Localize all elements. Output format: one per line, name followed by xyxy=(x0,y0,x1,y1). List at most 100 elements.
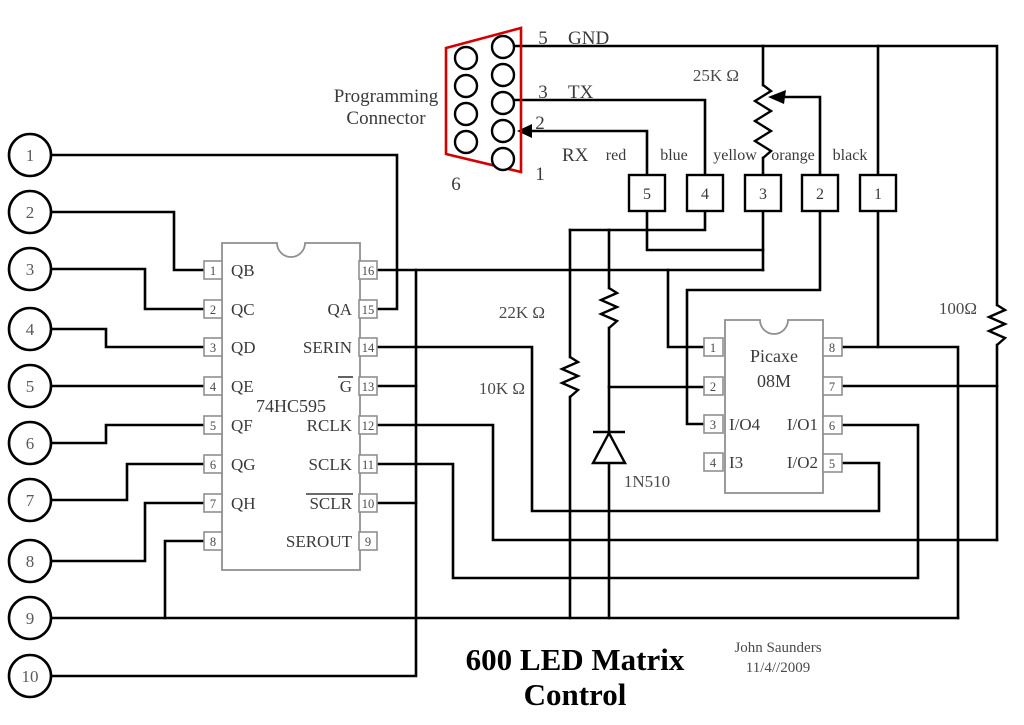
pin-box xyxy=(358,415,378,435)
pin-number: 1 xyxy=(210,264,216,278)
harness-pin-box xyxy=(800,173,840,213)
output-terminal-number: 8 xyxy=(26,552,35,571)
harness-pin-box xyxy=(685,173,725,213)
harness-pin-number: 4 xyxy=(701,186,709,203)
wire-out1 xyxy=(49,153,399,311)
pin-number: 13 xyxy=(362,380,375,394)
pot-25k-zigzag xyxy=(752,84,774,159)
title-block: 600 LED Matrix Control John Saunders 11/… xyxy=(466,640,822,712)
credit-name: John Saunders xyxy=(734,640,821,656)
page-title-line1: 600 LED Matrix xyxy=(466,642,685,677)
pin-number: 16 xyxy=(362,264,375,278)
pin-label-i3: I3 xyxy=(729,453,743,472)
pin-box xyxy=(358,376,378,396)
wire-out8 xyxy=(49,501,206,563)
db9-pin-hole xyxy=(490,90,516,116)
pin-label-qc: QC xyxy=(231,300,255,319)
pin-label-rclk: RCLK xyxy=(307,416,353,435)
wire-out4 xyxy=(49,327,206,349)
harness-pin-box xyxy=(858,173,898,213)
pin-number: 1 xyxy=(710,341,716,355)
ic-74hc595-body xyxy=(221,242,361,571)
pin-box xyxy=(203,454,223,474)
pin-label-sclk: SCLK xyxy=(309,455,353,474)
db9-pin5-name: GND xyxy=(568,28,609,49)
pin-box xyxy=(203,299,223,319)
pin-number: 6 xyxy=(210,458,216,472)
wire-tx xyxy=(512,98,707,177)
ic-picaxe-08m: Picaxe 08M 1 2 3 4 8 7 6 5 I/O4 I3 I/O1 … xyxy=(703,319,843,494)
pin-number: 8 xyxy=(210,535,216,549)
output-terminal-number: 6 xyxy=(26,434,35,453)
pin-box xyxy=(203,493,223,513)
pin-number: 9 xyxy=(365,535,371,549)
pin-number: 7 xyxy=(210,497,216,511)
output-terminal xyxy=(7,132,53,178)
pin-number: 5 xyxy=(210,419,216,433)
pin-box xyxy=(703,452,724,472)
wiper-arrowhead xyxy=(768,90,786,104)
output-terminal-number: 5 xyxy=(26,377,35,396)
pin-label-io1: I/O1 xyxy=(787,415,818,434)
part-labels: 25K Ω 22K Ω 10K Ω 100Ω 1N510 xyxy=(479,66,977,491)
wire-box4-below xyxy=(568,209,707,232)
wire-box5-below xyxy=(645,209,765,252)
pin-number: 2 xyxy=(710,380,716,394)
wire-out6 xyxy=(49,423,206,445)
output-terminal-number: 7 xyxy=(26,491,35,510)
pin-label-qa: QA xyxy=(327,300,352,319)
wire-rx xyxy=(527,129,649,177)
ic-74hc595: 74HC595 1 2 3 4 5 6 7 8 16 15 14 13 12 1… xyxy=(203,242,378,571)
db9-pin-hole xyxy=(453,129,479,155)
pin-box xyxy=(358,337,378,357)
output-terminals: 1 2 3 4 5 6 7 8 9 10 xyxy=(7,132,53,699)
harness-pin-box xyxy=(743,173,783,213)
pin-number: 4 xyxy=(210,380,217,394)
output-terminal xyxy=(7,420,53,466)
harness-pin-number: 5 xyxy=(643,186,651,203)
connector-label-line1: Programming xyxy=(334,86,439,107)
diode-1n510 xyxy=(591,430,627,465)
resistor-22k-zigzag xyxy=(598,286,620,329)
db9-pin6-number: 6 xyxy=(451,174,461,195)
pot-value-label: 25K Ω xyxy=(693,66,739,85)
db9-pin1-number: 1 xyxy=(535,164,545,185)
output-terminal xyxy=(7,653,53,699)
harness-pin-number: 3 xyxy=(759,186,767,203)
wire-pot-wiper xyxy=(781,95,822,177)
pin-label-qd: QD xyxy=(231,338,256,357)
db9-pin5-number: 5 xyxy=(538,28,548,49)
pin-label-qe: QE xyxy=(231,377,254,396)
pin-label-g: G xyxy=(340,377,352,396)
r10k-value-label: 10K Ω xyxy=(479,379,525,398)
pin-number: 15 xyxy=(362,303,375,317)
pin-box xyxy=(822,337,843,357)
wire-color-label: blue xyxy=(660,147,688,164)
wires xyxy=(49,44,999,678)
db9-pin-hole xyxy=(453,45,479,71)
output-terminal xyxy=(7,595,53,641)
pin-label-qb: QB xyxy=(231,261,255,280)
pin-box xyxy=(703,376,724,396)
pin-box xyxy=(358,299,378,319)
db9-pin-hole xyxy=(490,62,516,88)
wire-out2 xyxy=(49,210,206,272)
pin-number: 11 xyxy=(362,458,374,472)
ic-picaxe-name-line2: 08M xyxy=(757,371,791,391)
pin-box xyxy=(203,260,223,280)
ic-picaxe-name-line1: Picaxe xyxy=(750,346,798,366)
pin-number: 3 xyxy=(710,418,716,432)
wire-rclk-net xyxy=(375,423,999,542)
pin-box xyxy=(358,493,378,513)
resistor-100-zigzag xyxy=(986,303,1008,346)
harness-pin-number: 2 xyxy=(816,186,824,203)
pin-label-serout: SEROUT xyxy=(286,532,353,551)
wire-595-pin8 xyxy=(163,539,206,620)
diode-triangle xyxy=(591,430,627,465)
wire-out7 xyxy=(49,462,206,502)
db9-pin-hole xyxy=(453,101,479,127)
pin-label-io4: I/O4 xyxy=(729,415,761,434)
harness-pin-box xyxy=(627,173,667,213)
db9-outline xyxy=(444,26,523,174)
